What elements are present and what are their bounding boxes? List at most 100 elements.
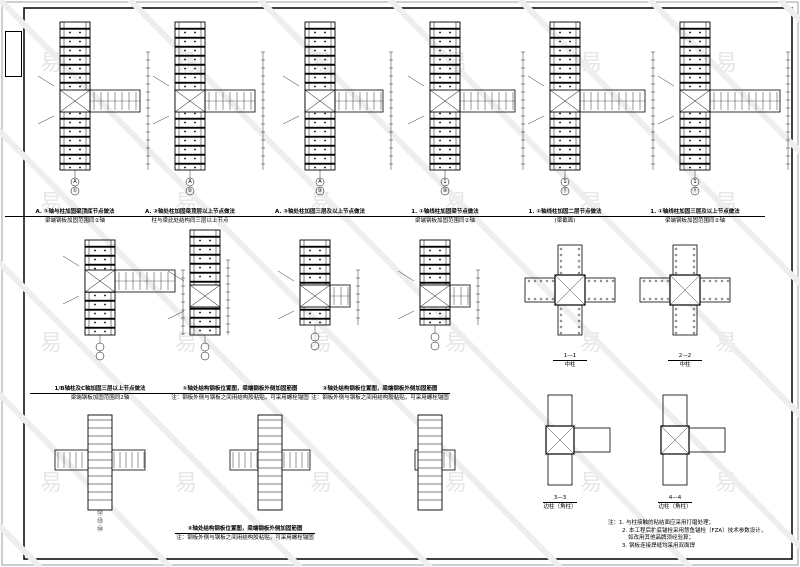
bolt <box>593 279 597 283</box>
batten-plate <box>419 254 451 257</box>
batten-plate <box>59 162 91 165</box>
bolt <box>209 248 211 251</box>
watermark-text: 易 <box>580 471 602 496</box>
bolt <box>449 67 451 70</box>
detail-title: A. ③轴处柱加固三层及以上节点做法 <box>250 208 390 217</box>
bolt <box>689 40 691 43</box>
bolt <box>577 265 581 269</box>
batten-plate <box>679 63 711 66</box>
detail-title: ①轴处结构钢板位置图，梁端钢板外侧加固筋图 <box>170 385 310 394</box>
bolt <box>324 130 326 133</box>
bolt <box>94 249 96 252</box>
hatch <box>660 425 690 455</box>
batten-plate <box>174 135 206 138</box>
watermark-text: 易 <box>445 191 467 216</box>
bolt <box>449 85 451 88</box>
bolt <box>324 76 326 79</box>
section-name: 边柱（角柱） <box>543 504 577 510</box>
axis-bubble <box>70 186 80 196</box>
bolt <box>708 279 712 283</box>
axis-label: A <box>73 179 77 185</box>
bolt <box>569 121 571 124</box>
batten-plate <box>299 245 331 248</box>
bolt <box>559 331 563 335</box>
bolt <box>674 325 678 329</box>
batten-plate <box>174 63 206 66</box>
bolt <box>314 40 316 43</box>
detail-caption: 1. ①轴线柱加固三层及以上节点做法梁端钢板加固范围同②轴 <box>625 208 765 225</box>
batten-plate <box>549 135 581 138</box>
batten-plate <box>59 117 91 120</box>
detail-title: 1. ①轴线柱加固梁节点做法 <box>375 208 515 217</box>
bolt <box>559 85 561 88</box>
bolt <box>184 85 186 88</box>
bolt <box>319 276 321 279</box>
bolt <box>569 31 571 34</box>
bolt <box>559 265 563 269</box>
bolt <box>314 67 316 70</box>
bolt <box>599 297 603 301</box>
batten-plate <box>304 45 336 48</box>
bolt <box>429 258 431 261</box>
axis-bubble <box>440 186 450 196</box>
detail-title: 1. ①轴线柱加固二层节点做法 <box>495 208 635 217</box>
batten-plate <box>59 63 91 66</box>
axis-bubble <box>200 351 210 361</box>
batten-plate <box>549 144 581 147</box>
bolt <box>314 85 316 88</box>
bolt <box>702 297 706 301</box>
bolt <box>439 148 441 151</box>
batten-plate <box>679 36 711 39</box>
batten-plate <box>429 63 461 66</box>
bolt <box>429 249 431 252</box>
bolt <box>449 112 451 115</box>
bolt <box>449 130 451 133</box>
bolt <box>648 297 652 301</box>
leader <box>282 75 300 87</box>
bolt <box>184 67 186 70</box>
bolt <box>674 265 678 269</box>
detail-caption: ①轴处结构钢板位置图，梁端钢板外侧加固筋图注：钢板外侧与钢板之间用结构胶粘贴，可… <box>170 385 310 402</box>
bolt <box>439 267 441 270</box>
batten-plate <box>304 81 336 84</box>
bolt <box>559 148 561 151</box>
bolt <box>559 307 563 311</box>
bolt <box>194 166 196 169</box>
bolt <box>551 297 555 301</box>
bolt <box>69 166 71 169</box>
leader <box>282 115 300 125</box>
bolt <box>569 157 571 160</box>
watermark-text: 易 <box>175 471 197 496</box>
batten-plate <box>304 135 336 138</box>
bolt <box>545 297 549 301</box>
bolt <box>439 58 441 61</box>
bolt <box>559 40 561 43</box>
batten-plate <box>174 27 206 30</box>
bolt <box>209 275 211 278</box>
bolt <box>708 297 712 301</box>
bolt <box>309 276 311 279</box>
bolt <box>314 49 316 52</box>
leader <box>407 115 425 125</box>
hatch <box>304 89 336 113</box>
bolt <box>699 85 701 88</box>
bolt <box>324 166 326 169</box>
detail-caption: A. ③轴处柱加固三层及以上节点做法 <box>250 208 390 217</box>
bolt <box>692 253 696 257</box>
bolt <box>309 267 311 270</box>
bolt <box>94 321 96 324</box>
section-name: 中柱 <box>679 362 691 368</box>
note-line: 注：1. 与柱接触的粘结面应采用打磨处理； <box>608 520 714 526</box>
bolt <box>309 249 311 252</box>
bolt <box>439 312 441 315</box>
detail-title: A. ①轴与柱加固梁顶底节点做法 <box>5 208 145 217</box>
bolt <box>449 40 451 43</box>
bolt <box>439 276 441 279</box>
bolt <box>569 76 571 79</box>
bolt <box>69 85 71 88</box>
column-outline <box>417 414 443 511</box>
bolt <box>94 303 96 306</box>
axis-bubble <box>95 351 105 361</box>
bolt <box>689 58 691 61</box>
